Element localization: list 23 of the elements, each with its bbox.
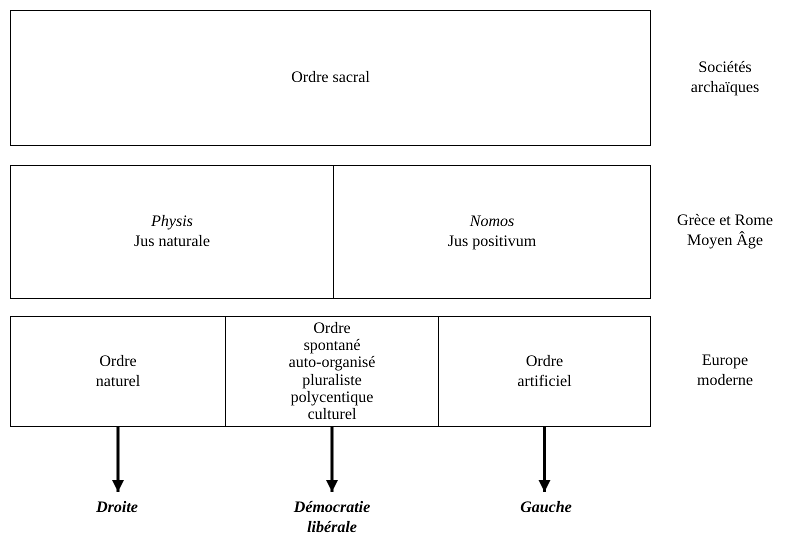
- box-text: Jus positivum: [448, 232, 536, 252]
- arrow: [112, 427, 124, 492]
- label-box: [225, 316, 439, 427]
- label-box: [10, 316, 226, 427]
- period-label: Sociétés archaïques: [690, 58, 760, 98]
- box-text: Ordre artificiel: [516, 352, 573, 392]
- label-box: [10, 10, 651, 146]
- heading-text: Nomos: [470, 212, 514, 232]
- arrow: [538, 427, 550, 492]
- arrow: [326, 427, 338, 492]
- result-label: Démocratie libérale: [262, 496, 402, 540]
- result-label: Gauche: [486, 496, 606, 520]
- box-text: Jus naturale: [134, 232, 210, 252]
- box-text: Ordre naturel: [94, 352, 142, 392]
- box-text: Ordre spontané auto-organisé pluraliste polycentique culturel: [288, 320, 376, 424]
- period-label: Europe moderne: [696, 351, 754, 391]
- label-box: [438, 316, 651, 427]
- box-text: Ordre sacral: [291, 68, 370, 88]
- label-box: [333, 165, 651, 299]
- result-label: Droite: [67, 496, 167, 520]
- period-label: Grèce et Rome Moyen Âge: [676, 211, 774, 251]
- label-box: [10, 165, 334, 299]
- heading-text: Physis: [151, 212, 193, 232]
